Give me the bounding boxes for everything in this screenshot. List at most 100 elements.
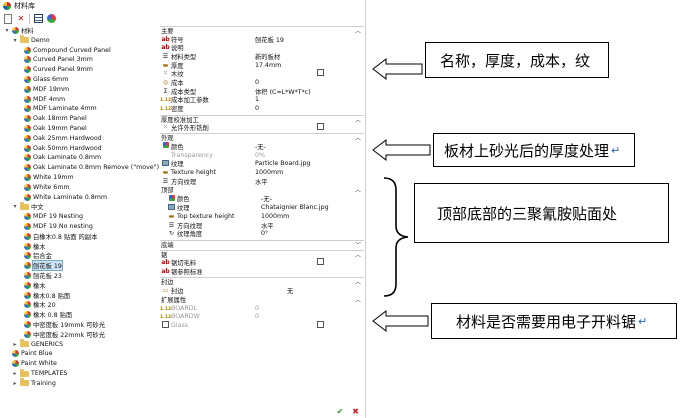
property-value[interactable] (253, 69, 364, 78)
tree-item[interactable]: MDF 19 Nesting (24, 212, 83, 221)
property-value[interactable]: 1000mm (261, 212, 290, 220)
tree-item[interactable]: 白橡木0.8 贴面 的副本 (24, 232, 97, 241)
property-value[interactable]: Chataignier Blanc.jpg (261, 204, 329, 212)
tree-item[interactable]: Paint Blue (12, 349, 53, 358)
property-value[interactable]: 0 (255, 105, 260, 113)
tree-item[interactable]: White 6mm (24, 183, 70, 192)
tree-item[interactable]: Oak Laminate 0.8mm (24, 153, 101, 162)
property-row[interactable]: ⁙木纹 (160, 69, 364, 78)
tree-folder[interactable]: ▾中文 (12, 201, 44, 211)
collapse-arrow-icon[interactable]: ▾ (13, 36, 17, 44)
tree-item[interactable]: Glass 6mm (24, 75, 68, 84)
checkbox[interactable] (162, 321, 169, 328)
tree-item[interactable]: Oak Laminate 0.8mm Remove ("move") (24, 163, 159, 172)
collapse-arrow-icon[interactable]: ▾ (5, 27, 9, 34)
collapse-arrow-icon[interactable]: ▾ (13, 203, 17, 211)
section-chevron-icon[interactable]: ︿ (354, 116, 361, 124)
section-header[interactable]: 扩展属性︿ (160, 295, 364, 304)
tree-item[interactable]: Compound Curved Panel (24, 46, 111, 55)
property-value[interactable]: 水平 (261, 222, 274, 230)
tree-item[interactable]: Oak 50mm Hardwood (24, 144, 102, 153)
ok-check-icon[interactable]: ✔ (336, 407, 344, 416)
tree-item[interactable]: MDF Laminate 4mm (24, 104, 97, 113)
delete-x-icon[interactable]: ✕ (17, 13, 25, 23)
property-value[interactable]: 0° (261, 230, 269, 238)
checkbox[interactable] (317, 69, 324, 77)
tree-item[interactable]: 橡木 (24, 281, 46, 290)
tree-item[interactable]: ▾材料 (4, 26, 34, 35)
grid-view-icon[interactable] (33, 14, 43, 24)
tree-item[interactable]: Paint White (12, 359, 57, 368)
section-chevron-icon[interactable]: ︿ (354, 187, 361, 195)
property-value[interactable]: 无 (287, 287, 294, 295)
property-value[interactable] (253, 258, 364, 267)
property-value[interactable]: 1000mm (255, 169, 284, 176)
section-chevron-icon[interactable]: ︿ (354, 28, 361, 35)
property-value[interactable]: 0 (255, 304, 260, 312)
tree-item[interactable]: Oak 25mm Hardwood (24, 134, 102, 143)
tree-item[interactable]: 橡木 20 (24, 300, 56, 309)
tree-folder[interactable]: ▾Demo (12, 35, 50, 45)
property-value[interactable]: 0 (255, 313, 260, 321)
section-chevron-icon[interactable]: ︿ (354, 135, 361, 143)
property-row[interactable]: ▭封边无 (160, 286, 364, 295)
property-value[interactable] (253, 123, 364, 132)
tree-item[interactable]: White Laminate 0.8mm (24, 193, 107, 202)
tree-item[interactable]: 铝合金 (24, 251, 52, 260)
property-row[interactable]: ☰方向纹理水平 (160, 177, 364, 186)
property-row[interactable]: ⁙允许外形铣削 (160, 123, 364, 132)
section-chevron-icon[interactable]: ﹀ (354, 241, 361, 249)
property-value[interactable]: 刨花板 19 (255, 36, 284, 44)
section-header[interactable]: 锯︿ (160, 249, 364, 259)
property-value[interactable]: 水平 (255, 178, 268, 186)
tree-folder[interactable]: ▸Training (12, 378, 56, 388)
tree-item[interactable]: 刨花板 23 (24, 271, 62, 280)
property-value[interactable]: 1 (255, 96, 260, 104)
property-row[interactable]: 颜色-无- (160, 194, 364, 203)
expand-arrow-icon[interactable]: ▸ (13, 379, 17, 387)
property-row[interactable]: ☰材料类型新的板材 (160, 52, 364, 61)
tree-folder[interactable]: ▸TEMPLATES (12, 368, 67, 378)
property-value[interactable]: 新的板材 (255, 53, 281, 61)
expand-arrow-icon[interactable]: ▸ (13, 340, 17, 348)
property-value[interactable]: Particle Board.jpg (255, 160, 311, 168)
section-header[interactable]: 主要︿ (160, 26, 364, 35)
property-value[interactable]: 0 (255, 79, 260, 86)
property-value[interactable]: 0% (255, 151, 265, 159)
tree-item[interactable]: 橡木0.8 贴面 (24, 291, 70, 300)
checkbox[interactable] (317, 258, 324, 266)
section-header[interactable]: 封边︿ (160, 277, 364, 286)
tree-item[interactable]: Oak 18mm Panel (24, 114, 87, 123)
tree-item[interactable]: Curved Panel 3mm (24, 55, 93, 64)
property-value[interactable]: 17.4mm (255, 61, 282, 69)
tree-item[interactable]: MDF 19mm (24, 85, 69, 94)
section-header[interactable]: 底端﹀ (160, 239, 364, 249)
tree-item[interactable]: White 19mm (24, 173, 74, 182)
property-row[interactable]: 颜色-无- (160, 142, 364, 151)
expand-arrow-icon[interactable]: ▸ (13, 370, 17, 377)
property-row[interactable]: ☰方向纹理水平 (160, 221, 364, 230)
material-palette-icon[interactable] (46, 14, 56, 24)
tree-folder[interactable]: ▸GENERICS (12, 339, 63, 349)
property-value[interactable]: 体积 (C=L*W*T*c) (255, 88, 311, 96)
tree-item[interactable]: 橡木 (24, 242, 46, 251)
tree-item[interactable]: MDF 4mm (24, 95, 65, 104)
checkbox[interactable] (317, 123, 324, 130)
section-header[interactable]: 厚度校准加工︿ (160, 114, 364, 124)
property-value[interactable]: -无- (255, 143, 266, 151)
